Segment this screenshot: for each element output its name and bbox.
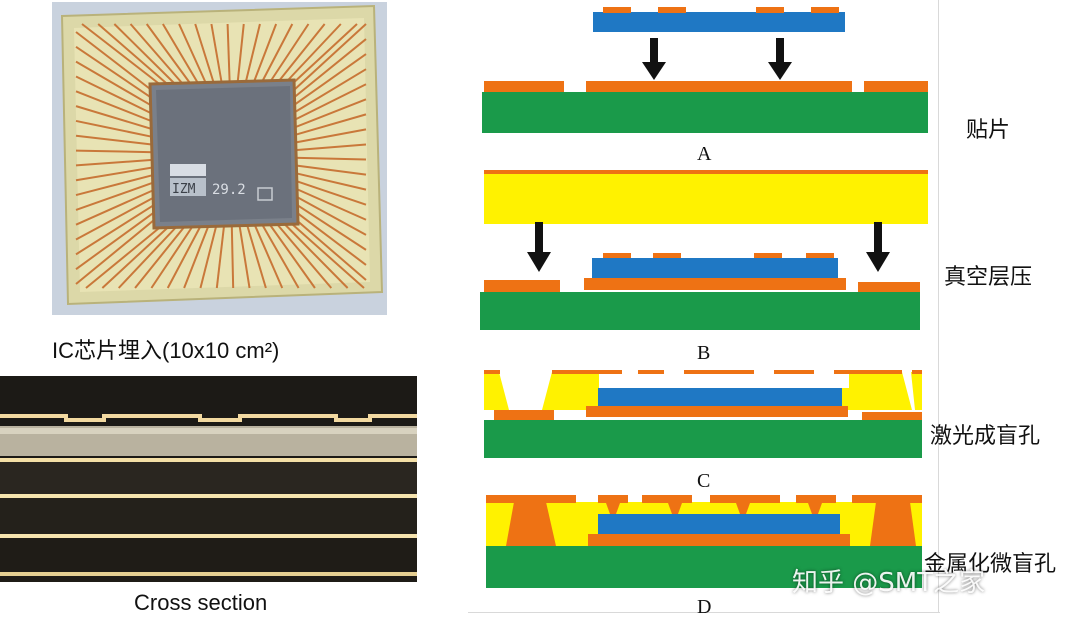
trace-line (75, 31, 155, 93)
trace-line (226, 23, 231, 87)
trace-line (134, 223, 188, 289)
trace-line (253, 223, 284, 289)
trace-line (293, 128, 367, 144)
trace-line (75, 211, 155, 270)
diagram-divider-bottom (468, 612, 940, 613)
trace-line (75, 149, 155, 154)
chip-photo-caption: IC芯片埋入(10x10 cm²) (52, 338, 280, 363)
trace-line (97, 23, 171, 87)
trace-line (293, 194, 367, 236)
trace-line (75, 188, 155, 226)
trace-line (245, 223, 267, 289)
trace-line (293, 171, 367, 191)
trace-line (75, 173, 155, 197)
cross-section-photo (0, 376, 417, 582)
trace-line (183, 223, 211, 289)
trace-line (293, 23, 367, 91)
trace-line (166, 223, 203, 289)
step-d-label: 金属化微盲孔 (924, 552, 1057, 577)
trace-line (215, 223, 226, 289)
trace-line (113, 23, 178, 87)
trace-line (293, 98, 367, 129)
trace-line (293, 209, 367, 266)
trace-line (194, 23, 216, 87)
chip-photo-drawing: IZM 29.2 (52, 2, 387, 315)
trace-line (281, 23, 342, 87)
step-a-drawing (482, 7, 928, 133)
die-logo: IZM (172, 182, 196, 197)
trace-line (293, 164, 367, 176)
step-c-letter: C (697, 470, 711, 492)
trace-line (266, 23, 310, 87)
watermark-text: 知乎 @SMT之家 (792, 568, 986, 598)
trace-line (210, 23, 224, 87)
trace-line (276, 223, 333, 289)
trace-line (251, 23, 278, 87)
trace-line (291, 223, 365, 289)
trace-line (117, 223, 180, 289)
trace-line (75, 105, 155, 131)
diagram-divider-right (938, 0, 939, 612)
trace-line (75, 45, 155, 101)
trace-line (75, 158, 155, 167)
trace-line (75, 60, 155, 108)
trace-line (145, 23, 193, 87)
step-b-drawing (480, 170, 928, 330)
trace-line (293, 68, 367, 114)
trace-line (293, 179, 367, 206)
trace-line (75, 219, 155, 285)
trace-line (75, 119, 155, 139)
step-c-drawing (484, 370, 922, 458)
step-a-label: 贴片 (966, 118, 1011, 143)
trace-line (129, 23, 186, 87)
trace-line (101, 223, 173, 289)
trace-line (150, 223, 195, 289)
step-c-label: 激光成盲孔 (930, 424, 1041, 449)
chip-embedding-photo: IZM 29.2 (52, 2, 387, 315)
trace-line (293, 113, 367, 137)
trace-line (75, 166, 155, 182)
trace-line (75, 196, 155, 241)
cross-section-drawing (0, 376, 417, 582)
trace-line (293, 83, 367, 122)
trace-line (236, 23, 245, 87)
step-b-label: 真空层压 (944, 265, 1033, 290)
trace-line (258, 23, 294, 87)
trace-line (243, 23, 261, 87)
trace-line (85, 223, 165, 289)
trace-line (293, 53, 367, 106)
trace-line (81, 23, 163, 87)
trace-line (199, 223, 218, 289)
trace-line (230, 223, 235, 289)
trace-line (283, 223, 349, 289)
trace-line (268, 223, 316, 289)
trace-line (162, 23, 201, 87)
die-marking: 29.2 (212, 182, 246, 198)
trace-line (289, 23, 358, 87)
trace-line (293, 217, 367, 281)
trace-line (293, 143, 367, 152)
step-b-letter: B (697, 342, 711, 364)
trace-line (75, 90, 155, 124)
step-a-letter: A (697, 143, 712, 165)
trace-line (293, 156, 367, 161)
trace-line (75, 75, 155, 116)
trace-line (75, 181, 155, 211)
trace-line (261, 223, 300, 289)
cross-section-caption: Cross section (134, 590, 268, 615)
trace-line (293, 38, 367, 99)
trace-line (75, 204, 155, 256)
trace-line (293, 202, 367, 251)
trace-line (238, 223, 251, 289)
trace-line (178, 23, 209, 87)
trace-line (293, 186, 367, 221)
trace-line (274, 23, 326, 87)
step-d-drawing (486, 495, 922, 588)
trace-line (75, 134, 155, 146)
step-d-letter: D (697, 596, 712, 618)
